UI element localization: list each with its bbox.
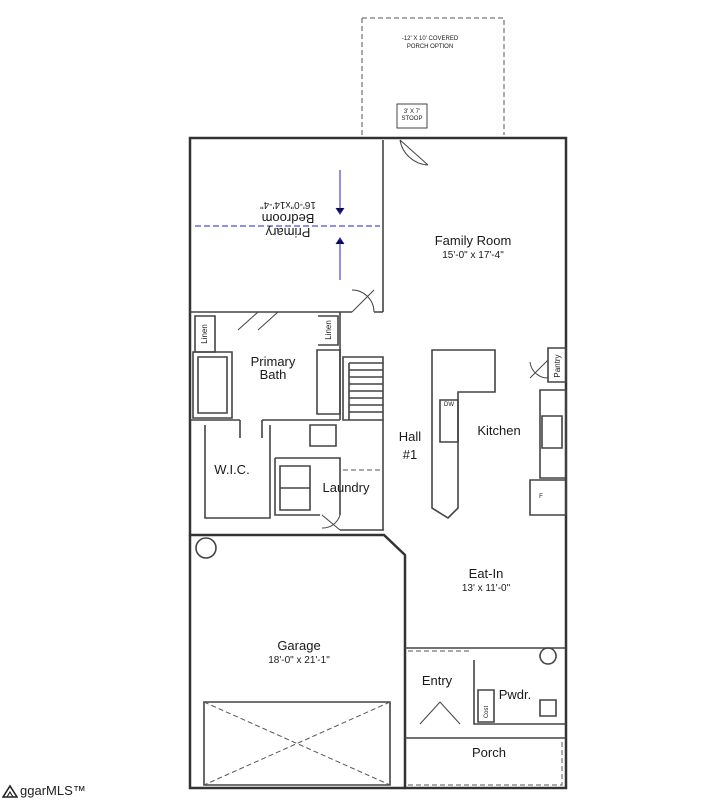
wic-left-wall [239, 420, 263, 438]
garage-door-diagonals [203, 701, 391, 786]
bedroom-dims: 16'-0"x14'-4" [260, 199, 316, 210]
closet [477, 689, 495, 723]
wic-walls [204, 425, 271, 519]
garage-door [203, 701, 391, 786]
pantry-label: Pantry [553, 354, 562, 377]
shower [192, 351, 233, 419]
hall-line1: Hall [399, 429, 422, 444]
kitchen-label: Kitchen [477, 423, 520, 438]
linen-right-label: Linen [324, 320, 333, 340]
stoop-line2: STOOP [402, 116, 423, 122]
eat-in-dims: 13' x 11'-0" [462, 583, 511, 594]
range-counter [539, 389, 567, 479]
stoop-line1: 3' X 7' [404, 109, 420, 115]
linen-box-right [318, 315, 339, 346]
porch-option-line1: -12' X 10' COVERED [402, 36, 459, 42]
water-heater [195, 537, 217, 559]
pantry [547, 347, 567, 383]
stair-treads [348, 362, 383, 420]
laundry-label: Laundry [323, 480, 370, 495]
family-room-label: Family Room [435, 233, 512, 248]
covered-porch-option [361, 17, 505, 135]
range [541, 415, 563, 449]
kitchen-island [431, 349, 496, 520]
entry-door-swing [419, 701, 461, 725]
toilet-bath [309, 424, 337, 447]
garage-dims: 18'-0" x 21'-1" [268, 655, 330, 666]
island-sink [439, 399, 459, 443]
dw-label: DW [444, 402, 454, 408]
mls-watermark: ggarMLS™ [2, 783, 86, 798]
washer [279, 465, 311, 511]
primary-bath-line2: Bath [260, 367, 287, 382]
family-room-dims: 15'-0" x 17'-4" [442, 250, 504, 261]
porch-dashed [408, 740, 563, 786]
bedroom-label-line1: Primary [265, 225, 310, 240]
vanity-sinks [316, 349, 341, 415]
porch-label: Porch [472, 745, 506, 760]
laundry-walls [274, 457, 341, 516]
fridge [529, 479, 567, 516]
bedroom-door-swing [351, 289, 375, 313]
bath-door-swing [237, 311, 279, 331]
sink-pwdr [539, 699, 557, 717]
hall-line2: #1 [403, 447, 417, 462]
garage-wall [188, 535, 405, 790]
ceiling-arrow [335, 170, 345, 280]
linen-left-label: Linen [200, 324, 209, 344]
watermark-text: ggarMLS™ [20, 783, 86, 798]
pantry-door-swing [529, 359, 549, 379]
wic-label: W.I.C. [214, 462, 249, 477]
front-door-swing [399, 139, 429, 166]
laundry-door-swing [321, 514, 341, 531]
garage-label: Garage [277, 638, 320, 653]
entry-label: Entry [422, 673, 453, 688]
exterior-wall [188, 136, 568, 790]
porch-option-line2: PORCH OPTION [407, 44, 453, 50]
powder-label: Pwdr. [499, 687, 532, 702]
closet-label: Cost [484, 706, 490, 719]
primary-bath-line1: Primary [251, 354, 296, 369]
fridge-label: F [539, 494, 543, 500]
entry-walls [405, 647, 566, 725]
shower-inner [197, 356, 228, 414]
house-logo-icon [2, 784, 18, 798]
stoop-box [396, 103, 428, 129]
bedroom-label-line2: Bedroom [262, 211, 315, 226]
toilet-pwdr [539, 647, 557, 665]
eat-in-label: Eat-In [469, 566, 504, 581]
